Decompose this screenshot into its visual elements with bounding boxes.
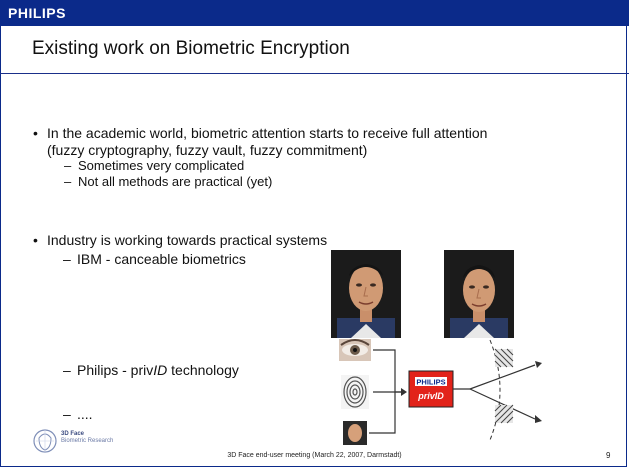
template-pattern-bottom [494, 404, 514, 424]
3dface-logo [33, 429, 57, 453]
bullet-dot: • [33, 125, 38, 141]
bullet-industry: • Industry is working towards practical … [33, 232, 328, 248]
sub-bullet-ibm: – IBM - canceable biometrics [63, 251, 246, 267]
sub-bullet-complicated: – Sometimes very complicated [64, 158, 245, 173]
privid-box-label: privID [417, 391, 444, 401]
philips-logo: PHILIPS [8, 5, 66, 21]
fingerprint-image [341, 375, 369, 409]
slide-title: Existing work on Biometric Encryption [32, 38, 350, 59]
face-thumbnail [343, 421, 367, 445]
bullet-academic-line2: (fuzzy cryptography, fuzzy vault, fuzzy … [47, 142, 368, 158]
privid-box-logo-bg [415, 377, 447, 386]
sub-bullet-philips: – Philips - privID technology [63, 362, 239, 378]
header-bar: PHILIPS [0, 0, 629, 26]
template-pattern-top [494, 348, 514, 368]
output-lines [453, 364, 536, 420]
privid-box [408, 370, 454, 408]
face-photo-cancelable [444, 250, 514, 338]
face-photo-original [331, 250, 401, 338]
page-number: 9 [606, 451, 611, 460]
bullet-academic-line1: In the academic world, biometric attenti… [47, 125, 488, 141]
bullet-dot: • [33, 232, 38, 248]
footer-meeting: 3D Face end-user meeting (March 22, 2007… [227, 452, 402, 459]
privid-diagram: PHILIPS privID [339, 339, 542, 445]
bullet-academic: • In the academic world, biometric atten… [33, 125, 488, 142]
title-divider [0, 26, 629, 74]
3dface-logo-text: 3D Face Biometric Research [61, 431, 114, 444]
arrow-to-box [401, 388, 407, 396]
slide-frame [0, 26, 627, 467]
privid-box-brand: PHILIPS [416, 378, 445, 387]
sub-bullet-more: – .... [63, 406, 93, 422]
sub-bullet-practical: – Not all methods are practical (yet) [64, 174, 273, 189]
dashed-arc [489, 339, 501, 441]
eye-image [339, 339, 371, 361]
connector-lines [369, 349, 401, 434]
